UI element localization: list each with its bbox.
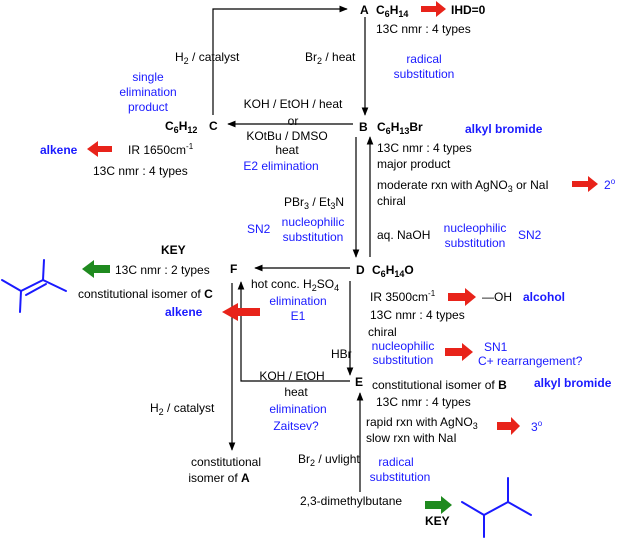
label-radical-2: radical (378, 455, 413, 469)
node-b-letter: B (359, 120, 368, 134)
node-e: E constitutional isomer of B alkyl bromi… (355, 375, 612, 445)
label-substitution-1: substitution (394, 67, 455, 81)
node-c-ir: IR 1650cm-1 (128, 142, 194, 157)
node-d-nmr: 13C nmr : 4 types (370, 308, 465, 322)
node-b-chiral: chiral (377, 194, 406, 208)
reagent-d-to-f: hot conc. H2SO4 (251, 277, 339, 293)
label-ns-de-1: nucleophilic (372, 339, 435, 353)
node-c-formula: C6H12 (165, 119, 197, 135)
label-radical-1: radical (406, 52, 441, 66)
node-c-letter: C (209, 119, 218, 133)
label-ns-right-1: nucleophilic (444, 221, 507, 235)
product-isomer-of: isomer of A (188, 471, 250, 485)
structure-dimethylbutane (461, 477, 532, 538)
node-b: B C6H13Br alkyl bromide 13C nmr : 4 type… (359, 120, 616, 208)
label-elim-e1-1: elimination (269, 294, 326, 308)
node-b-rxn: moderate rxn with AgNO3 or NaI (377, 178, 549, 194)
node-c-class: alkene (40, 143, 78, 157)
node-d-class: alcohol (523, 290, 565, 304)
node-a-letter: A (360, 3, 369, 17)
note-elimination: elimination (119, 85, 176, 99)
product-constitutional: constitutional (191, 455, 261, 469)
label-rearrangement: C+ rearrangement? (478, 354, 583, 368)
label-sn2-right: SN2 (518, 228, 542, 242)
reagent-c-to-a: H2 / catalyst (175, 50, 240, 66)
node-d: D C6H14O IR 3500cm-1 —OH alcohol 13C nmr… (356, 263, 565, 339)
node-c: C C6H12 alkene IR 1650cm-1 13C nmr : 4 t… (40, 119, 218, 178)
label-ns-de-2: substitution (373, 353, 434, 367)
structure-tetramethylethylene (1, 259, 67, 313)
label-ns-left-1: nucleophilic (282, 215, 345, 229)
reagent-b-to-c-or: or (288, 114, 299, 128)
red-arrow-sn1 (445, 343, 473, 361)
node-f-iso: constitutional isomer of C (78, 287, 213, 301)
reagent-b-to-c-1: KOH / EtOH / heat (244, 97, 343, 111)
node-a-ihd: IHD=0 (451, 3, 486, 17)
node-d-ir: IR 3500cm-1 (370, 289, 436, 304)
key-top: KEY (161, 243, 186, 257)
node-b-formula: C6H13Br (377, 120, 423, 136)
label-elim-e1-2: E1 (291, 309, 306, 323)
node-b-result: 2o (604, 177, 616, 192)
reagent-to-e: Br2 / uvlight (298, 452, 360, 468)
red-arrow-ihd (421, 1, 446, 17)
green-arrow-key-top (82, 260, 110, 278)
reagent-e-to-f-1: KOH / EtOH (259, 369, 324, 383)
node-f-letter: F (230, 262, 237, 276)
label-ns-left-2: substitution (283, 230, 344, 244)
label-elim-zaitsev-1: elimination (269, 402, 326, 416)
reagent-f-down: H2 / catalyst (150, 401, 215, 417)
node-e-iso: constitutional isomer of B (372, 378, 507, 392)
node-d-formula: C6H14O (372, 263, 414, 279)
red-arrow-2deg (572, 176, 598, 192)
red-arrow-3deg (497, 417, 520, 435)
label-sn1: SN1 (484, 340, 508, 354)
red-arrow-alkene-c (87, 141, 112, 157)
block-arrows (82, 1, 598, 514)
label-elim-zaitsev-2: Zaitsev? (273, 419, 319, 433)
reagent-b-to-c-heat: heat (275, 143, 299, 157)
reagent-b-to-d: PBr3 / Et3N (284, 195, 344, 211)
node-f-class: alkene (165, 305, 203, 319)
node-f-nmr: 13C nmr : 2 types (115, 263, 210, 277)
node-a: A C6H14 IHD=0 13C nmr : 4 types (360, 3, 486, 36)
reagent-a-to-b: Br2 / heat (305, 50, 356, 66)
node-b-nmr: 13C nmr : 4 types (377, 141, 472, 155)
node-d-oh: —OH (482, 290, 512, 304)
node-d-chiral: chiral (368, 325, 397, 339)
node-d-letter: D (356, 263, 365, 277)
arrow-c-to-a (212, 5, 348, 115)
key-bottom: KEY (425, 514, 450, 528)
label-substitution-2: substitution (370, 470, 431, 484)
node-e-nmr: 13C nmr : 4 types (376, 395, 471, 409)
node-e-slow: slow rxn with NaI (366, 431, 457, 445)
node-e-result: 3o (531, 419, 543, 434)
node-c-nmr: 13C nmr : 4 types (93, 164, 188, 178)
label-dmb: 2,3-dimethylbutane (300, 494, 402, 508)
reagent-b-to-c-2: KOtBu / DMSO (246, 129, 327, 143)
green-arrow-key-bottom (425, 496, 452, 514)
red-arrow-oh (448, 288, 476, 306)
label-sn2-left: SN2 (247, 222, 271, 236)
node-b-class: alkyl bromide (465, 122, 543, 136)
red-arrow-alkene-f (222, 303, 260, 321)
node-e-letter: E (355, 375, 363, 389)
label-ns-right-2: substitution (445, 236, 506, 250)
node-e-rapid: rapid rxn with AgNO3 (366, 415, 478, 431)
note-product: product (128, 100, 169, 114)
note-single: single (132, 70, 164, 84)
node-a-formula: C6H14 (376, 3, 408, 19)
node-a-nmr: 13C nmr : 4 types (376, 22, 471, 36)
node-e-class: alkyl bromide (534, 376, 612, 390)
node-b-major: major product (377, 157, 451, 171)
flow-arrows (212, 5, 374, 492)
reagent-e-to-f-2: heat (284, 385, 308, 399)
label-e2: E2 elimination (243, 159, 318, 173)
reagent-d-to-e: HBr (331, 347, 352, 361)
node-f: F 13C nmr : 2 types constitutional isome… (78, 262, 237, 319)
reagent-d-to-b: aq. NaOH (377, 228, 430, 242)
